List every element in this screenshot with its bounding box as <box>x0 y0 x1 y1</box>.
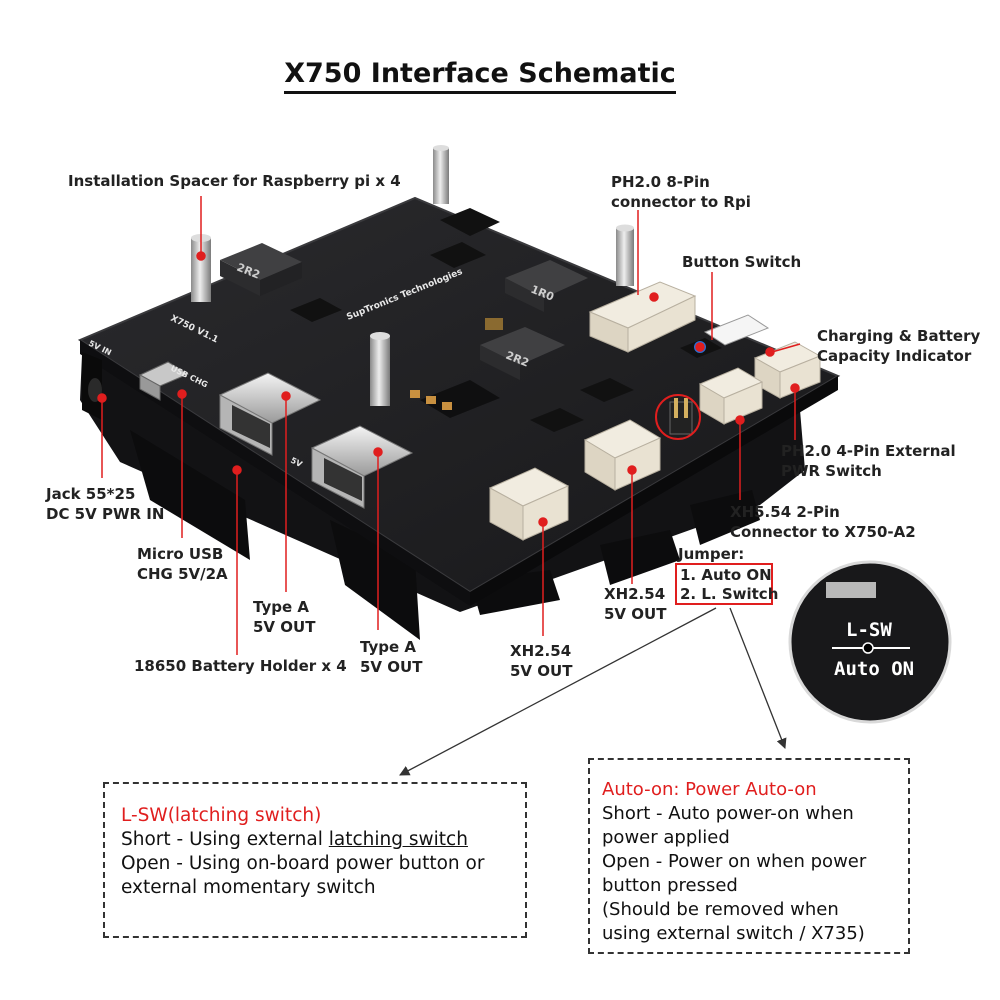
note-left-line-2: Open - Using on-board power button or <box>121 853 485 874</box>
note-latching-switch: L-SW(latching switch) Short - Using exte… <box>103 782 527 938</box>
note-right-line-2: power applied <box>602 827 730 848</box>
page-title: X750 Interface Schematic <box>0 58 960 94</box>
battery-holder <box>80 355 805 640</box>
board-components <box>220 208 634 432</box>
jumper-zoom <box>788 560 952 724</box>
label-button-switch: Button Switch <box>682 253 802 271</box>
note-left-line-1: Short - Using external latching switch <box>121 829 468 850</box>
note-right-line-4: button pressed <box>602 875 738 896</box>
jumper-option-auto-on: 1. Auto ON <box>680 566 772 584</box>
note-left-heading: L-SW(latching switch) <box>121 805 322 826</box>
jumper-title: Jumper: <box>678 545 745 563</box>
jumper-option-l-switch: 2. L. Switch <box>680 585 779 603</box>
note-right-line-6: using external switch / X735) <box>602 923 865 944</box>
label-spacer: Installation Spacer for Raspberry pi x 4 <box>68 172 401 190</box>
jumper-options-box: 1. Auto ON 2. L. Switch <box>675 563 779 605</box>
note-right-heading: Auto-on: Power Auto-on <box>602 779 817 800</box>
note-right-line-1: Short - Auto power-on when <box>602 803 854 824</box>
zoom-label-auto-on: Auto ON <box>834 658 915 680</box>
ports <box>82 352 414 509</box>
label-battery-holder: 18650 Battery Holder x 4 <box>134 657 347 675</box>
note-left-line-3: external momentary switch <box>121 877 376 898</box>
arrow-to-lsw-note <box>399 607 717 776</box>
connectors <box>488 281 822 541</box>
zoom-label-lsw: L-SW <box>846 619 892 641</box>
arrow-to-autoon-note <box>729 607 787 749</box>
jumper-highlight <box>655 394 701 440</box>
callout-lines <box>97 196 801 655</box>
spacers <box>191 145 634 406</box>
note-right-line-3: Open - Power on when power <box>602 851 867 872</box>
note-right-line-5: (Should be removed when <box>602 899 839 920</box>
note-auto-on: Auto-on: Power Auto-on Short - Auto powe… <box>588 758 910 954</box>
